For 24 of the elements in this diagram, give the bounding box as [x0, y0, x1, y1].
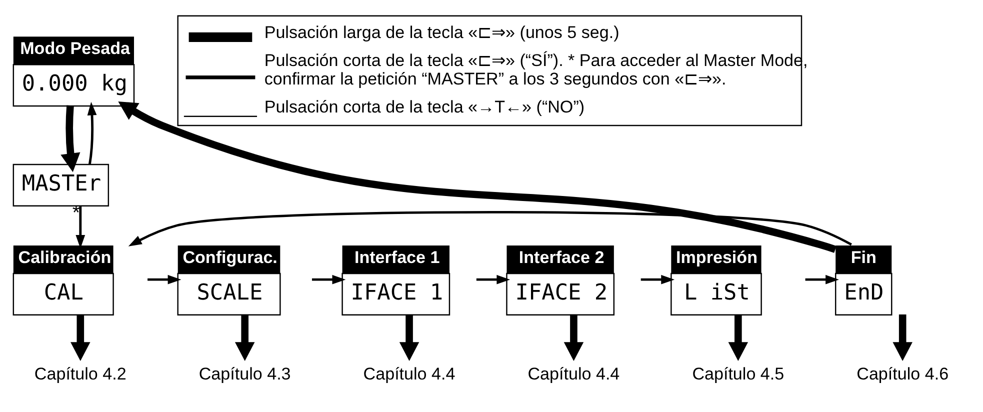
arrow: [312, 274, 346, 284]
arrow: [70, 314, 90, 360]
arrow: [60, 104, 80, 172]
arrow: [234, 314, 255, 360]
arrow: [805, 274, 839, 284]
arrow: [476, 274, 510, 284]
node-text: Capítulo 4.4: [528, 364, 620, 384]
legend-label: Pulsación corta de la tecla «→T←» (“NO”): [264, 96, 585, 116]
arrow: [640, 274, 675, 284]
arrow: [892, 314, 912, 360]
node-text: Capítulo 4.6: [856, 364, 949, 384]
node-text: Capítulo 4.3: [198, 364, 291, 384]
node-text: Capítulo 4.4: [363, 364, 456, 384]
node-text: Capítulo 4.2: [34, 364, 126, 384]
arrow: [728, 314, 748, 360]
arrow: [148, 274, 182, 284]
legend-label: Pulsación larga de la tecla «⊏⇒» (unos 5 seg.): [264, 22, 620, 42]
arrow: [87, 101, 97, 164]
node-box: MASTEr: [12, 163, 110, 206]
arrow: [564, 314, 584, 360]
arrow: [118, 100, 836, 252]
node-text: Capítulo 4.5: [692, 364, 784, 384]
arrow: [128, 210, 852, 246]
arrow: [399, 314, 420, 360]
